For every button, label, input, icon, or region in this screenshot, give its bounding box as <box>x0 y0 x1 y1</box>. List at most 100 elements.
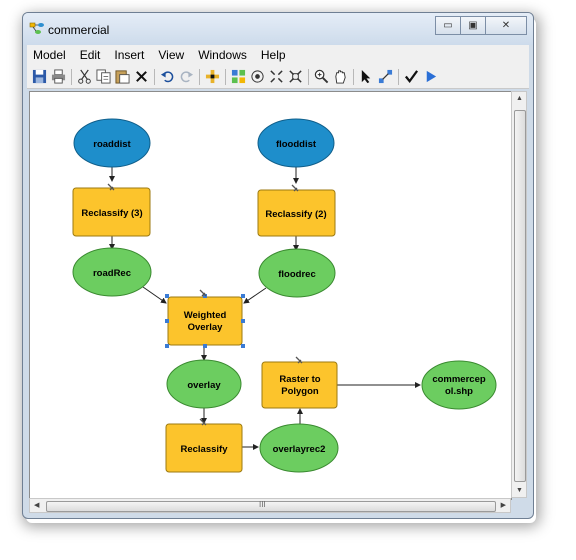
node-raster-to-polygon[interactable]: Raster to Polygon <box>261 356 338 409</box>
menu-edit[interactable]: Edit <box>79 48 101 62</box>
caption-buttons: ▭ ▣ ✕ <box>435 16 527 35</box>
scroll-up-icon[interactable]: ▲ <box>516 95 523 102</box>
menu-windows[interactable]: Windows <box>198 48 247 62</box>
maximize-button[interactable]: ▣ <box>460 16 486 35</box>
horizontal-scroll-thumb[interactable]: III <box>46 500 496 512</box>
zoom-out-fixed-button[interactable] <box>287 69 303 85</box>
add-data-icon <box>205 69 219 84</box>
node-label: roadRec <box>93 268 131 279</box>
title-bar[interactable]: commercial ▭ ▣ ✕ <box>23 13 533 45</box>
connect-button[interactable] <box>377 69 393 85</box>
run-button[interactable] <box>422 69 438 85</box>
node-roadrec[interactable]: roadRec <box>72 247 152 297</box>
copy-button[interactable] <box>95 69 111 85</box>
menu-help[interactable]: Help <box>260 48 286 62</box>
scroll-right-icon[interactable]: ▶ <box>500 502 506 509</box>
delete-button[interactable] <box>133 69 149 85</box>
delete-icon <box>135 71 147 82</box>
selection-handle[interactable] <box>241 294 245 298</box>
node-overlayrec2[interactable]: overlayrec2 <box>259 423 339 473</box>
hammer-icon <box>199 418 207 426</box>
node-label: Reclassify (3) <box>81 208 142 219</box>
window-title: commercial <box>48 23 110 37</box>
node-label: floodrec <box>278 269 315 280</box>
auto-layout-button[interactable] <box>230 69 246 85</box>
connector <box>142 286 167 304</box>
node-reclassify-3[interactable]: Reclassify (3) <box>72 183 151 237</box>
node-flooddist[interactable]: flooddist <box>257 118 335 168</box>
pan-icon <box>334 70 346 84</box>
node-label: commercep <box>432 374 486 385</box>
selection-handle[interactable] <box>203 294 207 298</box>
node-label: flooddist <box>276 139 317 150</box>
cut-button[interactable] <box>76 69 92 85</box>
auto-layout-icon <box>231 69 245 84</box>
hammer-icon <box>295 356 303 364</box>
vertical-scroll-thumb[interactable] <box>514 110 526 482</box>
selection-handle[interactable] <box>241 344 245 348</box>
selection-handle[interactable] <box>165 294 169 298</box>
toolbar-separator <box>199 68 200 85</box>
node-reclassify-2[interactable]: Reclassify (2) <box>257 184 336 237</box>
print-icon <box>51 69 65 84</box>
hammer-icon <box>107 183 115 191</box>
menu-model[interactable]: Model <box>33 48 66 62</box>
menu-insert[interactable]: Insert <box>114 48 145 62</box>
zoom-in-button[interactable] <box>313 69 329 85</box>
node-commercepol-shp[interactable]: commercep ol.shp <box>421 360 497 410</box>
zoom-in-fixed-icon <box>269 70 283 83</box>
validate-button[interactable] <box>403 69 419 85</box>
redo-button[interactable] <box>178 69 194 85</box>
menu-bar: Model Edit Insert View Windows Help <box>27 45 529 65</box>
full-extent-button[interactable] <box>249 69 265 85</box>
node-roaddist[interactable]: roaddist <box>73 118 151 168</box>
model-canvas[interactable]: roaddist flooddist Reclassify (3) Reclas… <box>29 91 512 500</box>
undo-button[interactable] <box>159 69 175 85</box>
node-label: Reclassify <box>180 444 228 455</box>
hammer-icon <box>199 289 207 297</box>
node-label: ol.shp <box>445 386 473 397</box>
toolbar-separator <box>308 68 309 85</box>
toolbar-separator <box>71 68 72 85</box>
node-reclassify[interactable]: Reclassify <box>165 418 243 473</box>
node-label: Weighted <box>184 310 227 321</box>
scroll-grip: III <box>259 500 266 509</box>
paste-button[interactable] <box>114 69 130 85</box>
connector <box>243 287 267 304</box>
select-button[interactable] <box>358 69 374 85</box>
zoom-out-fixed-icon <box>288 70 302 83</box>
node-label: overlayrec2 <box>273 444 326 455</box>
full-extent-icon <box>250 70 264 83</box>
pan-button[interactable] <box>332 69 348 85</box>
toolbar-separator <box>154 68 155 85</box>
print-button[interactable] <box>50 69 66 85</box>
save-button[interactable] <box>31 69 47 85</box>
node-label: overlay <box>187 380 221 391</box>
selection-handle[interactable] <box>241 319 245 323</box>
node-weighted-overlay[interactable]: Weighted Overlay <box>165 289 245 348</box>
menu-view[interactable]: View <box>158 48 185 62</box>
copy-icon <box>95 69 111 84</box>
node-overlay[interactable]: overlay <box>166 359 242 409</box>
toolbar-separator <box>353 68 354 85</box>
scroll-down-icon[interactable]: ▼ <box>516 487 523 494</box>
selection-handle[interactable] <box>165 319 169 323</box>
node-label: Reclassify (2) <box>265 209 326 220</box>
zoom-in-fixed-button[interactable] <box>268 69 284 85</box>
scroll-left-icon[interactable]: ◀ <box>34 502 40 509</box>
node-label: roaddist <box>93 139 131 150</box>
node-label: Raster to <box>279 374 320 385</box>
add-data-button[interactable] <box>204 69 220 85</box>
redo-icon <box>180 71 193 83</box>
connect-icon <box>378 69 392 84</box>
minimize-button[interactable]: ▭ <box>435 16 461 35</box>
selection-handle[interactable] <box>165 344 169 348</box>
close-icon: ✕ <box>501 20 511 31</box>
vertical-scrollbar[interactable]: ▲ ▼ <box>511 91 527 498</box>
close-button[interactable]: ✕ <box>485 16 527 35</box>
node-floodrec[interactable]: floodrec <box>258 248 336 298</box>
horizontal-scrollbar[interactable]: ◀ III ▶ <box>29 498 511 513</box>
modelbuilder-window: commercial ▭ ▣ ✕ Model Edit Insert View … <box>22 12 534 519</box>
selection-handle[interactable] <box>203 344 207 348</box>
toolbar-separator <box>398 68 399 85</box>
